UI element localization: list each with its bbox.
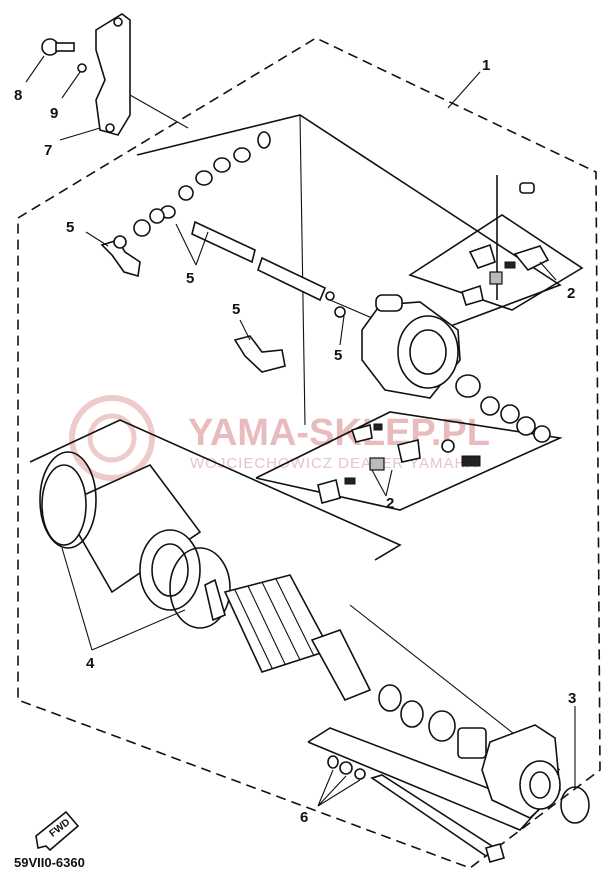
bolt-part-8 [41,38,75,56]
leader-lines [25,55,576,807]
through-bolts [327,755,505,863]
washer-stack-right [455,374,551,443]
callout-2-right: 2 [567,285,575,302]
assembly-boundary [17,37,601,869]
front-washers [378,684,487,759]
callout-5-top: 5 [66,219,74,236]
frame-yoke [29,419,402,561]
lead-wire-boot-lower [233,335,286,373]
fwd-arrow: FWD [35,810,80,852]
terminal-stud [191,220,335,302]
callout-1: 1 [482,57,490,74]
callout-5-right: 5 [334,347,342,364]
washer-stack-top [133,131,271,237]
frame-brush-right [408,214,584,311]
frame-upper-group [136,114,562,346]
brush-holder-right [461,182,550,306]
yoke-housing [39,451,231,629]
callout-3: 3 [568,690,576,707]
o-ring-part-3 [560,786,590,824]
front-cover [481,724,561,819]
lead-wire-boot-upper [100,235,141,278]
diagram-reference-code: 59VII0-6360 [14,855,85,870]
watermark-dealer: WOJCIECHOWICZ DEALER YAMAHA [190,455,477,472]
callout-5-middle: 5 [186,270,194,287]
callout-8: 8 [14,87,22,104]
callout-9: 9 [50,105,58,122]
callout-5-lower: 5 [232,301,240,318]
frame-brush-middle [255,411,563,511]
bracket-part [95,13,189,136]
callout-7: 7 [44,142,52,159]
brush-plate-middle [317,423,481,504]
armature [204,574,372,702]
callout-2-middle: 2 [386,495,394,512]
rear-cover [334,294,461,399]
callout-6: 6 [300,809,308,826]
washer-part-9 [77,63,87,73]
callout-4: 4 [86,655,95,672]
